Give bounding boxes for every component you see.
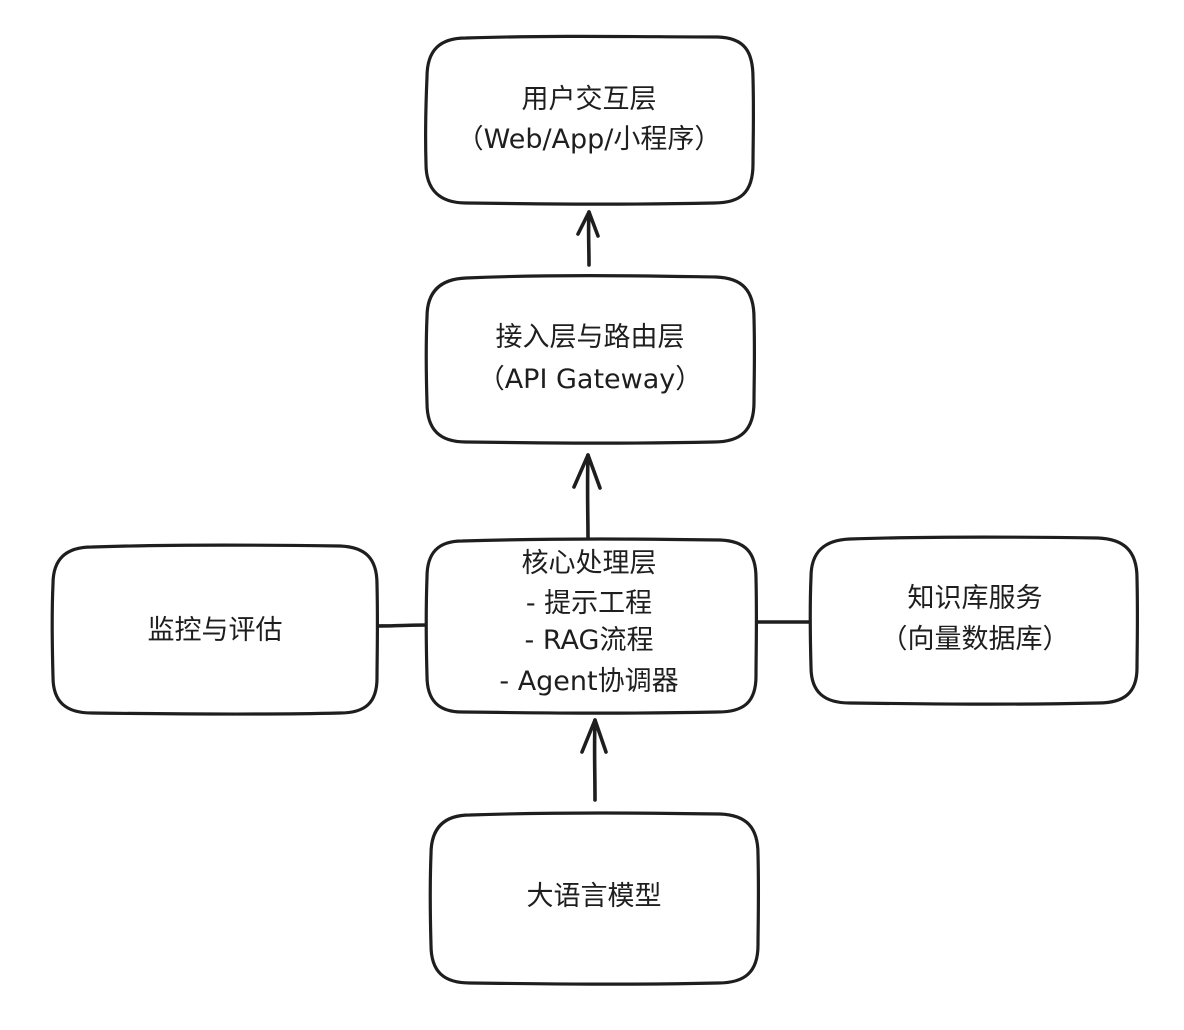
gateway-layer-subtitle: （API Gateway） bbox=[478, 364, 703, 395]
node-gateway-layer: 接入层与路由层 （API Gateway） bbox=[424, 274, 757, 445]
node-monitoring: 监控与评估 bbox=[50, 543, 380, 716]
core-layer-title: 核心处理层 bbox=[522, 548, 657, 579]
knowledge-base-subtitle: （向量数据库） bbox=[881, 624, 1070, 655]
edge-core-to-gateway bbox=[572, 453, 602, 542]
edge-gateway-to-user bbox=[576, 210, 600, 267]
node-user-layer: 用户交互层 （Web/App/小程序） bbox=[423, 34, 756, 206]
node-knowledge-base: 知识库服务 （向量数据库） bbox=[808, 535, 1140, 706]
edge-llm-to-core bbox=[580, 718, 608, 802]
core-layer-item-agent: - Agent协调器 bbox=[499, 666, 678, 697]
gateway-layer-title: 接入层与路由层 bbox=[496, 322, 685, 353]
knowledge-base-title: 知识库服务 bbox=[908, 583, 1043, 614]
monitoring-title: 监控与评估 bbox=[148, 615, 283, 646]
edges bbox=[374, 210, 812, 802]
edge-monitoring-to-core bbox=[374, 623, 430, 628]
node-llm: 大语言模型 bbox=[428, 811, 761, 986]
node-core-layer: 核心处理层 - 提示工程 - RAG流程 - Agent协调器 bbox=[424, 537, 759, 715]
user-layer-title: 用户交互层 bbox=[522, 84, 657, 115]
llm-title: 大语言模型 bbox=[527, 881, 662, 912]
user-layer-subtitle: （Web/App/小程序） bbox=[457, 124, 722, 155]
core-layer-item-prompt: - 提示工程 bbox=[526, 588, 652, 619]
core-layer-item-rag: - RAG流程 bbox=[525, 625, 654, 656]
